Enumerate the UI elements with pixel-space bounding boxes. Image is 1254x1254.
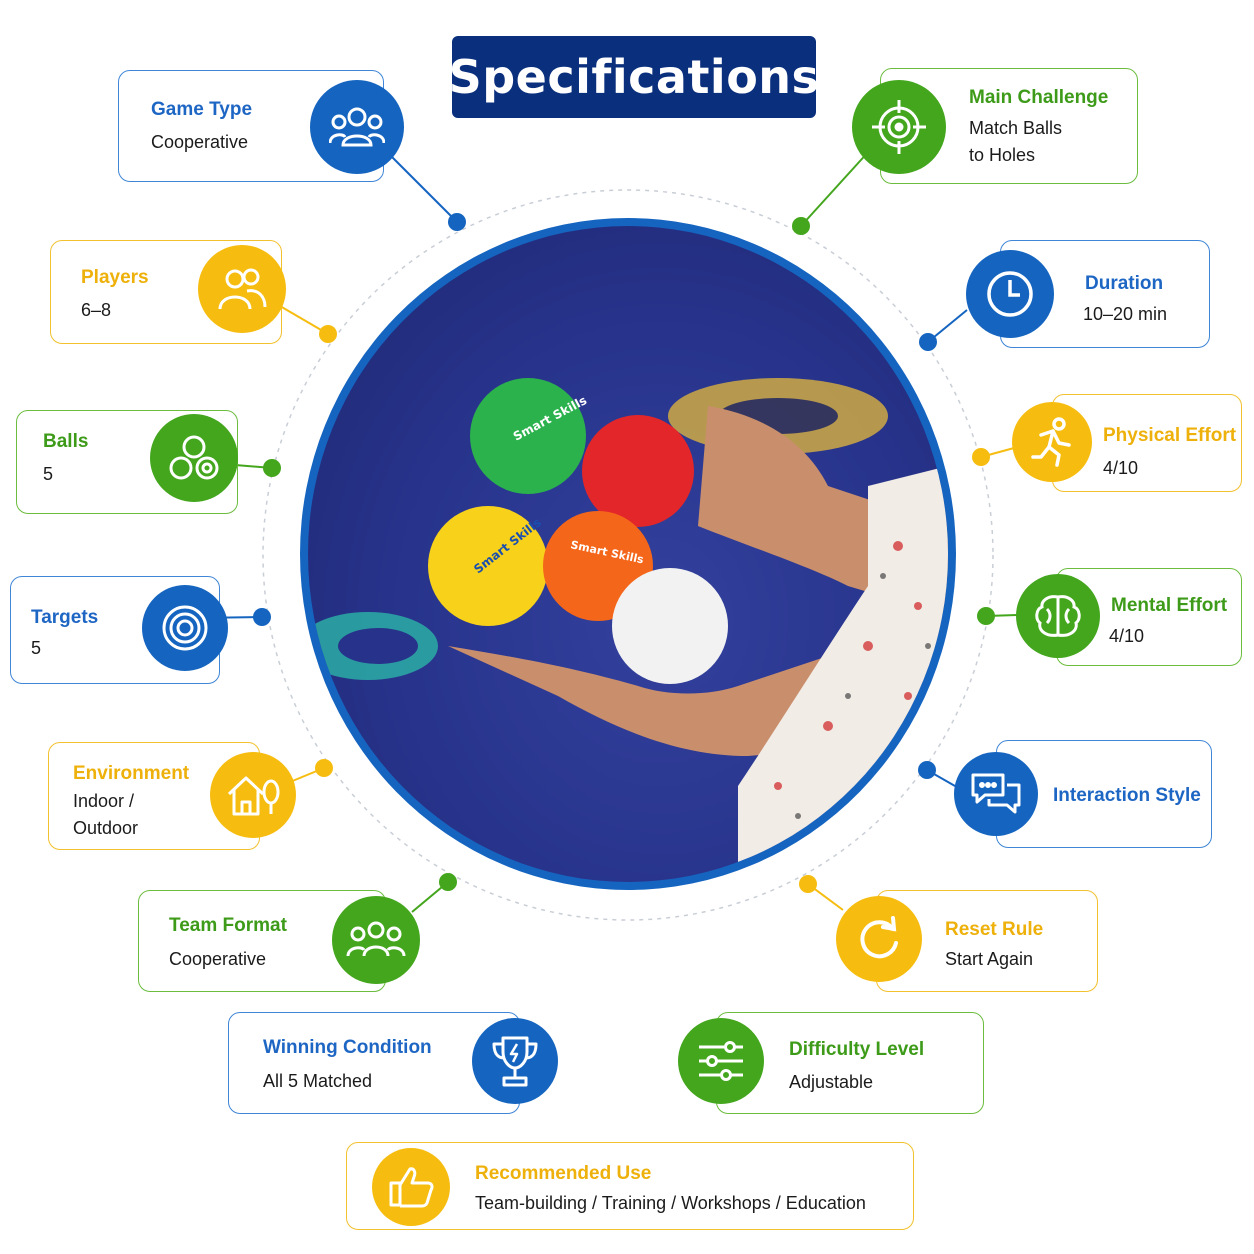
page-title: Specifications xyxy=(448,50,820,104)
spec-value: 4/10 xyxy=(1103,458,1139,478)
balls-icon xyxy=(150,414,238,502)
chat-bubbles-icon xyxy=(954,752,1038,836)
house-tree-icon xyxy=(210,752,296,838)
spec-value: Adjustable xyxy=(789,1072,874,1092)
spec-title: Environment xyxy=(73,763,190,784)
group-icon xyxy=(310,80,404,174)
spec-title: Team Format xyxy=(169,915,287,936)
reset-icon xyxy=(836,896,922,982)
title-banner: Specifications xyxy=(449,36,819,118)
spec-value: Match Balls to Holes xyxy=(969,118,1063,165)
brain-icon xyxy=(1016,574,1100,658)
spec-title: Duration xyxy=(1085,273,1164,294)
spec-value: Team-building / Training / Workshops / E… xyxy=(475,1193,866,1213)
spec-value: 4/10 xyxy=(1109,626,1145,646)
spec-title: Main Challenge xyxy=(969,87,1109,108)
spec-value: Start Again xyxy=(945,949,1034,969)
thumbs-up-icon xyxy=(372,1148,450,1226)
target-rings-icon xyxy=(142,585,228,671)
spec-value: Indoor / Outdoor xyxy=(73,791,139,838)
spec-title: Difficulty Level xyxy=(789,1039,925,1060)
spec-title: Game Type xyxy=(151,99,253,120)
running-icon xyxy=(1012,402,1092,482)
clock-icon xyxy=(966,250,1054,338)
sliders-icon xyxy=(678,1018,764,1104)
spec-card-winning-condition: Winning Condition All 5 Matched xyxy=(228,1012,520,1114)
photo-illustration: Smart Skills Smart Skills Smart Skills xyxy=(308,378,948,882)
spec-title: Physical Effort xyxy=(1103,425,1237,446)
spec-card-interaction-style: Interaction Style xyxy=(996,740,1212,848)
spec-title: Targets xyxy=(31,607,99,628)
spec-title: Mental Effort xyxy=(1111,595,1228,616)
spec-value: Cooperative xyxy=(151,132,249,152)
target-icon xyxy=(852,80,946,174)
spec-title: Interaction Style xyxy=(1053,785,1201,806)
spec-title: Recommended Use xyxy=(475,1163,652,1184)
spec-title: Winning Condition xyxy=(263,1037,432,1058)
spec-value: 5 xyxy=(31,638,42,658)
spec-title: Reset Rule xyxy=(945,919,1044,940)
spec-value: 5 xyxy=(43,464,54,484)
hands-holding-balls-photo: Smart Skills Smart Skills Smart Skills xyxy=(300,218,956,890)
people-icon xyxy=(198,245,286,333)
trophy-icon xyxy=(472,1018,558,1104)
spec-title: Players xyxy=(81,267,149,288)
team-icon xyxy=(332,896,420,984)
spec-value: 6–8 xyxy=(81,300,112,320)
spec-value: 10–20 min xyxy=(1083,304,1168,324)
spec-value: Cooperative xyxy=(169,949,267,969)
spec-title: Balls xyxy=(43,431,89,452)
spec-value: All 5 Matched xyxy=(263,1071,373,1091)
